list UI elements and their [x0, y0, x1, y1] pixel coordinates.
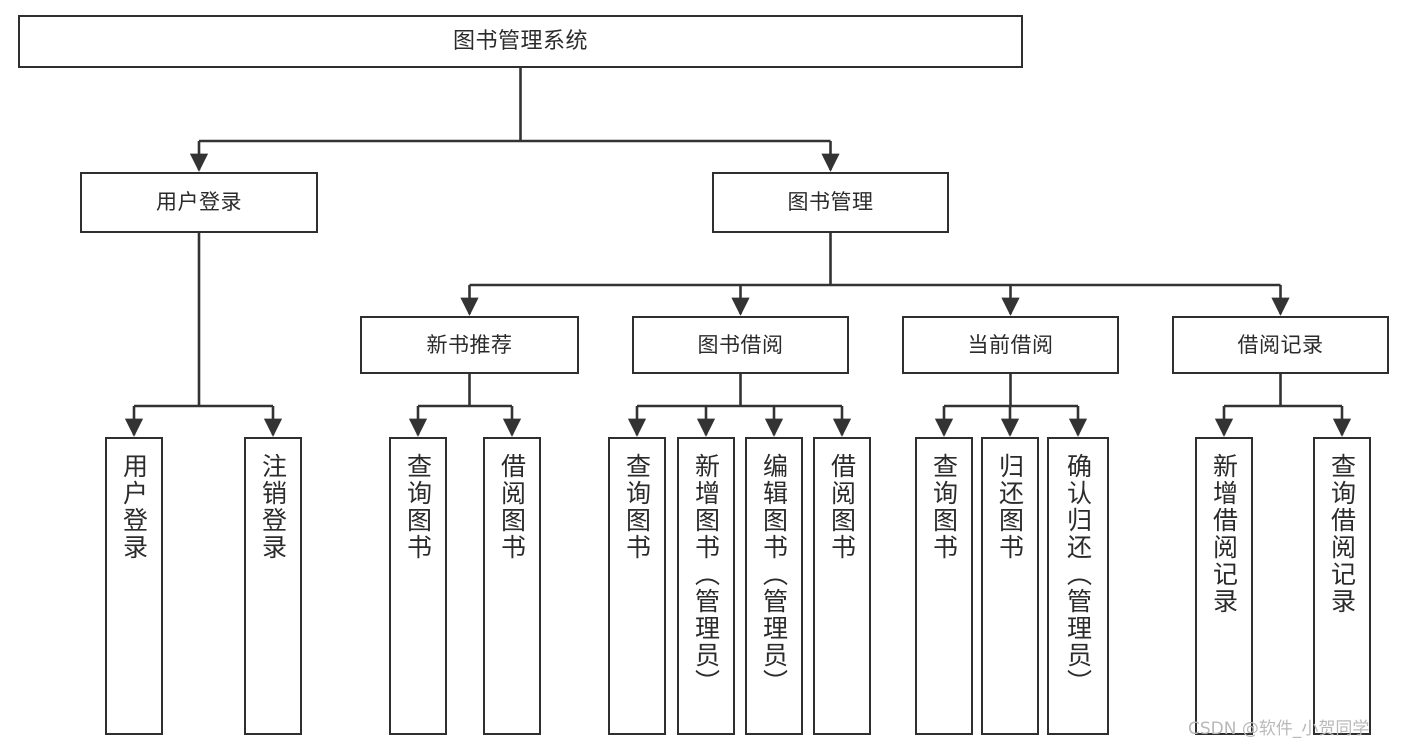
- node-book-borrow[interactable]: 图书借阅: [632, 316, 849, 374]
- node-label: 借阅图书: [827, 453, 857, 561]
- node-leaf-rec-query[interactable]: 查询图书: [389, 437, 447, 735]
- node-leaf-rec-borrow[interactable]: 借阅图书: [483, 437, 541, 735]
- node-label: 查询图书: [403, 453, 433, 561]
- node-label: 查询图书: [929, 453, 959, 561]
- node-label: 借阅图书: [497, 453, 527, 561]
- node-borrow-record[interactable]: 借阅记录: [1172, 316, 1389, 374]
- node-label: 图书借阅: [697, 332, 784, 357]
- node-label: 查询图书: [622, 453, 652, 561]
- node-label: 归还图书: [995, 453, 1025, 561]
- node-current-borrow[interactable]: 当前借阅: [902, 316, 1119, 374]
- node-leaf-rec-search[interactable]: 查询借阅记录: [1313, 437, 1371, 735]
- node-label: 注销登录: [258, 453, 288, 561]
- node-label: 用户登录: [156, 190, 242, 215]
- node-new-book-rec[interactable]: 新书推荐: [360, 316, 579, 374]
- node-leaf-cur-confirm[interactable]: 确认归还（管理员）: [1047, 437, 1109, 735]
- node-label: 图书管理: [787, 190, 874, 215]
- node-label: 当前借阅: [967, 332, 1054, 357]
- node-leaf-borrow-query[interactable]: 查询图书: [608, 437, 666, 735]
- node-leaf-book-add[interactable]: 新增图书（管理员）: [677, 437, 735, 735]
- node-label: 新增图书（管理员）: [691, 453, 721, 696]
- node-root[interactable]: 图书管理系统: [18, 15, 1023, 68]
- node-leaf-user-login[interactable]: 用户登录: [105, 437, 163, 735]
- node-label: 新书推荐: [426, 332, 513, 357]
- node-leaf-cur-query[interactable]: 查询图书: [915, 437, 973, 735]
- node-label: 图书管理系统: [452, 28, 588, 54]
- node-user-login[interactable]: 用户登录: [80, 172, 318, 233]
- node-label: 查询借阅记录: [1327, 453, 1357, 615]
- node-leaf-user-logout[interactable]: 注销登录: [244, 437, 302, 735]
- node-leaf-book-borrow[interactable]: 借阅图书: [813, 437, 871, 735]
- node-label: 确认归还（管理员）: [1063, 453, 1093, 696]
- node-leaf-rec-add[interactable]: 新增借阅记录: [1195, 437, 1253, 735]
- node-label: 用户登录: [119, 453, 149, 561]
- node-label: 借阅记录: [1237, 332, 1324, 357]
- csdn-watermark: CSDN @软件_小贺同学: [1188, 719, 1370, 739]
- node-label: 新增借阅记录: [1209, 453, 1239, 615]
- node-leaf-cur-return[interactable]: 归还图书: [981, 437, 1039, 735]
- node-label: 编辑图书（管理员）: [759, 453, 789, 696]
- node-leaf-book-edit[interactable]: 编辑图书（管理员）: [745, 437, 803, 735]
- node-book-manage[interactable]: 图书管理: [712, 172, 949, 233]
